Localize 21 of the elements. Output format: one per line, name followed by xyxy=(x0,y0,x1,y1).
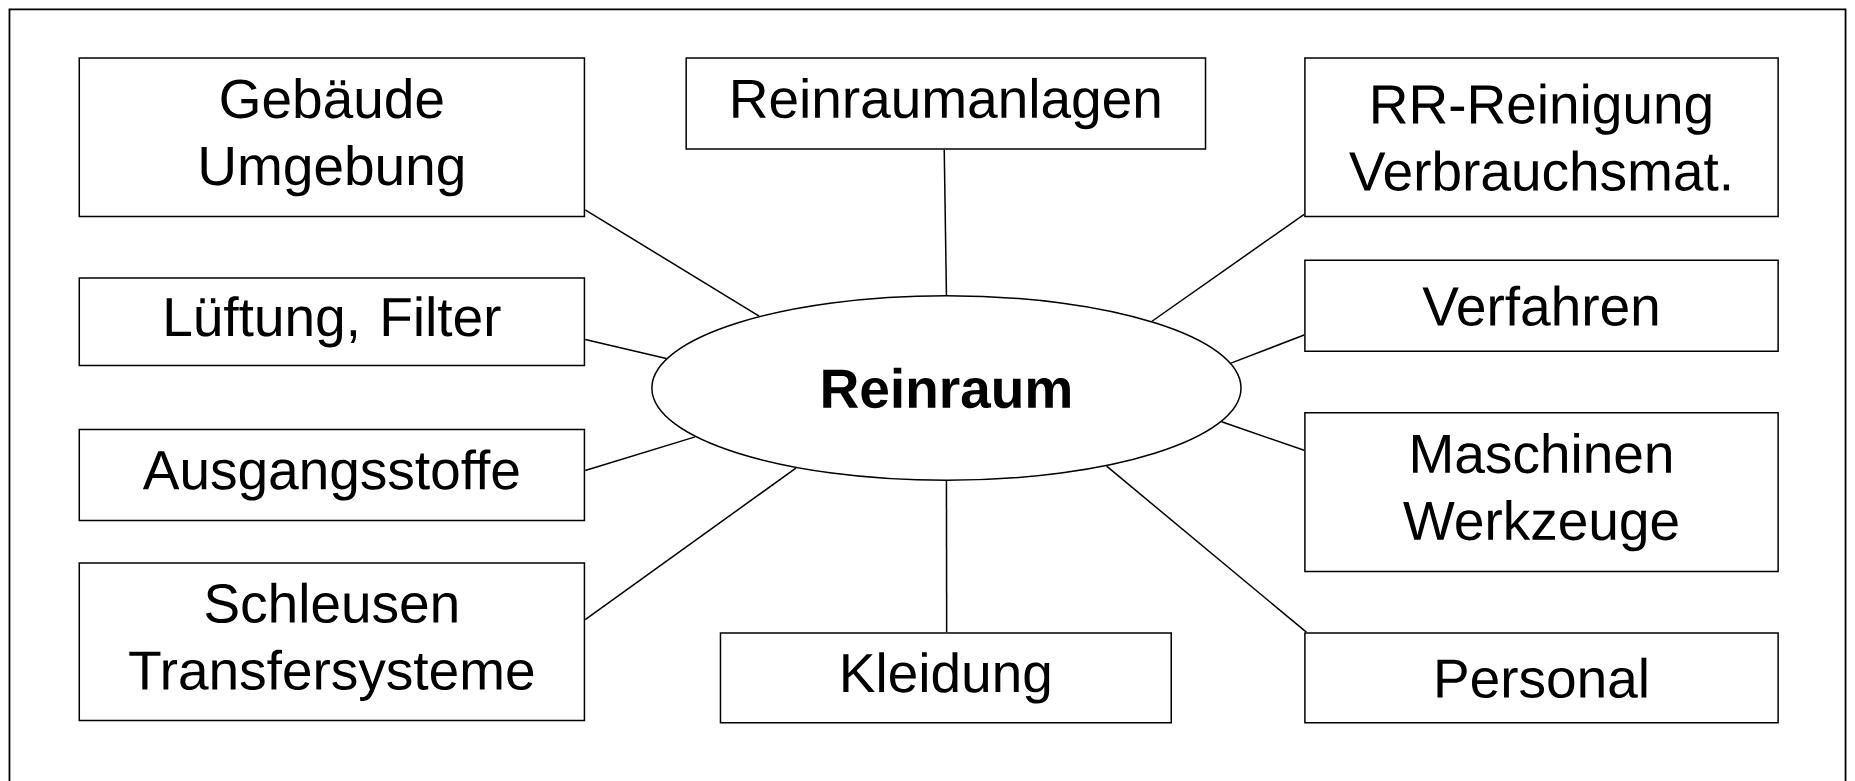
connector-line xyxy=(584,338,668,360)
topic-box: Lüftung, Filter xyxy=(78,277,586,367)
connector-line xyxy=(584,436,696,472)
connector-line xyxy=(1151,213,1305,322)
topic-box: Gebäude Umgebung xyxy=(78,57,586,218)
topic-box: Verfahren xyxy=(1304,259,1779,353)
connector-line xyxy=(1220,421,1305,452)
topic-box: Maschinen Werkzeuge xyxy=(1304,412,1779,573)
topic-box: Personal xyxy=(1304,632,1779,724)
connector-line xyxy=(584,467,797,621)
topic-box: RR-Reinigung Verbrauchsmat. xyxy=(1304,57,1779,218)
connector-line xyxy=(584,209,760,317)
topic-box: Ausgangsstoffe xyxy=(78,428,586,522)
connector-line xyxy=(1105,465,1308,633)
topic-box: Reinraumanlagen xyxy=(685,57,1207,150)
connector-line xyxy=(945,480,948,633)
connector-line xyxy=(1230,334,1305,364)
ellipse-node: Reinraum xyxy=(651,295,1242,482)
topic-box: Kleidung xyxy=(719,632,1172,724)
connector-line xyxy=(943,149,948,296)
topic-box: Schleusen Transfersysteme xyxy=(78,562,586,722)
